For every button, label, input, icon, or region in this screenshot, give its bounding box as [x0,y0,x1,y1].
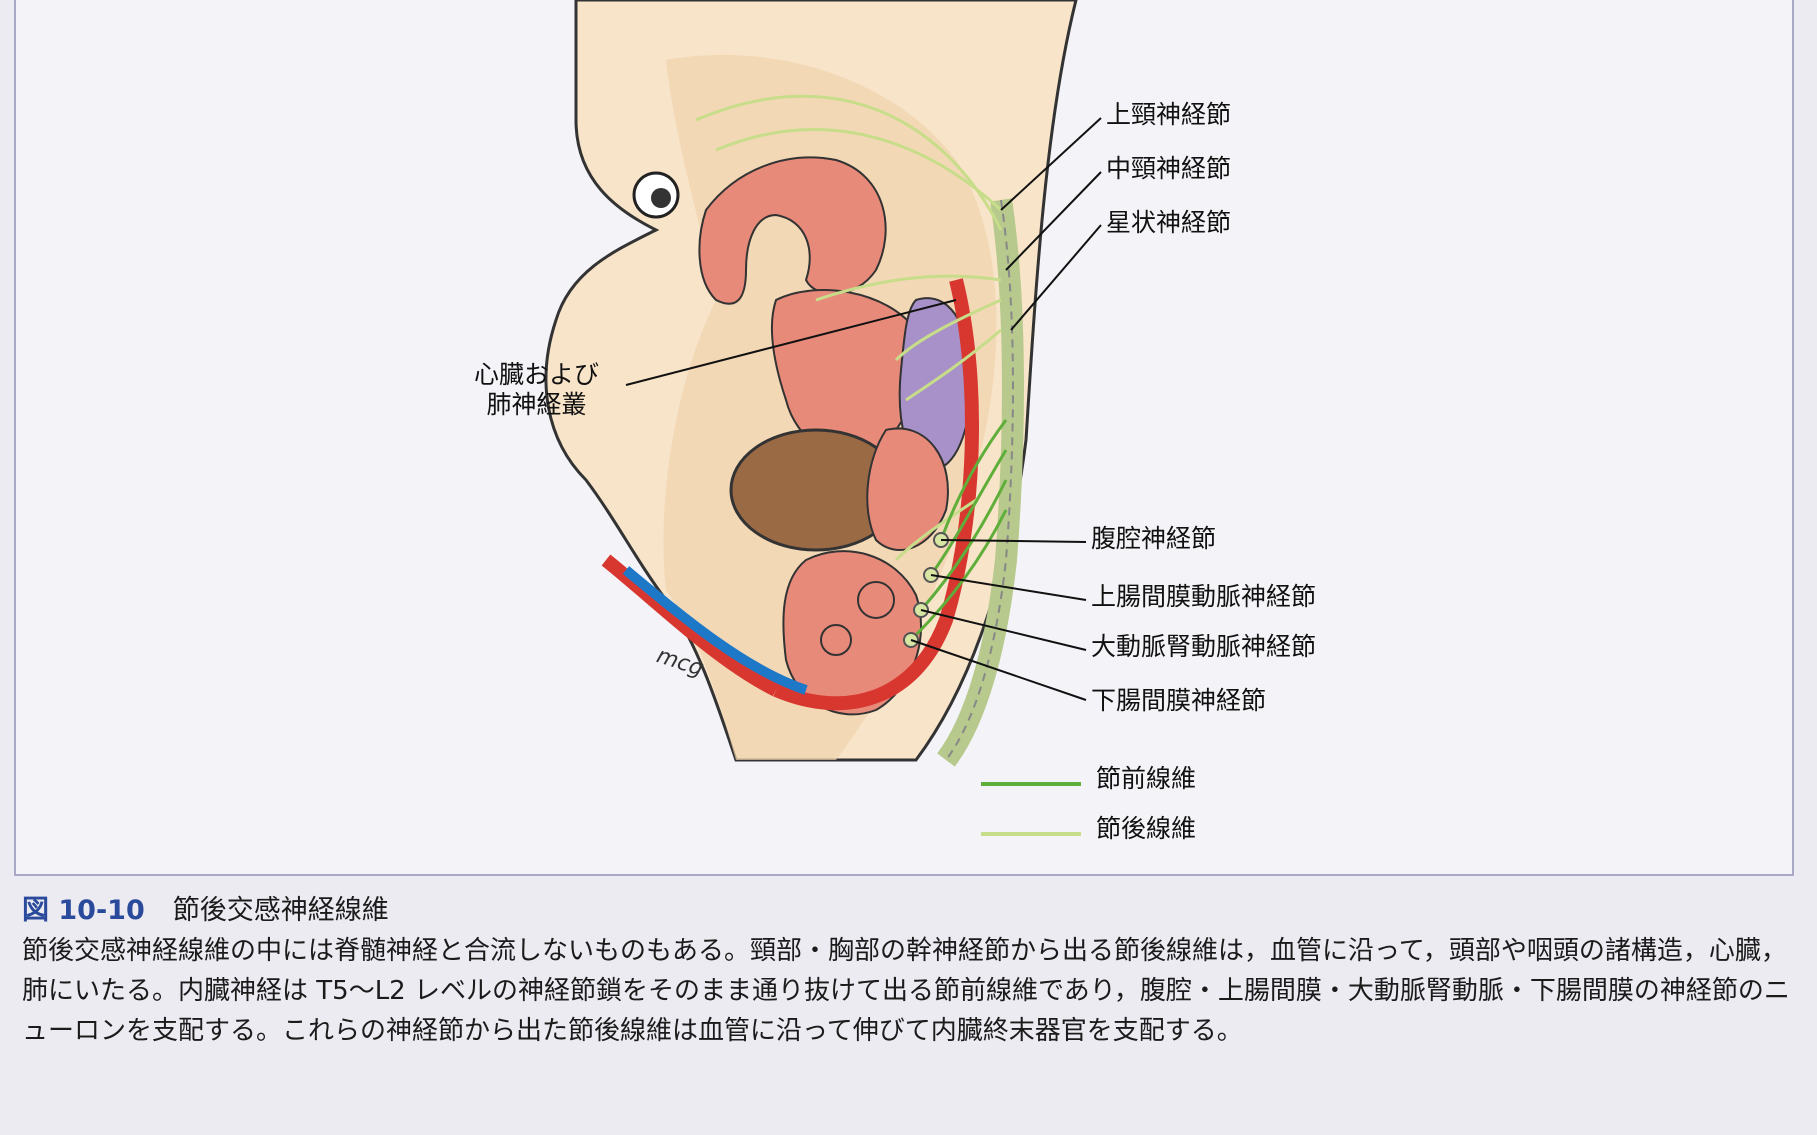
figure-caption: 図 10-10 節後交感神経線維 節後交感神経線維の中には脊髄神経と合流しないもの… [22,891,1812,1051]
stomach [866,427,949,551]
caption-body: 節後交感神経線維の中には脊髄神経と合流しないものもある。頸部・胸部の幹神経節から… [22,936,1790,1046]
umbilical-artery [601,554,780,697]
label-stellate-ganglion: 星状神経節 [1106,208,1232,237]
label-superior-cervical-ganglion: 上頸神経節 [1106,100,1232,129]
label-superior-mesenteric-ganglion: 上腸間膜動脈神経節 [1091,582,1317,611]
anatomy-illustration [544,0,1102,767]
legend-label-preganglionic: 節前線維 [1096,764,1197,793]
legend-label-postganglionic: 節後線維 [1096,814,1197,843]
pharynx [698,156,887,305]
leader-lines [625,117,1102,701]
label-middle-cervical-ganglion: 中頸神経節 [1106,154,1232,183]
label-cardiac-pulmonary-plexus: 心臓および 肺神経叢 [474,360,600,419]
caption-heading: 図 10-10 節後交感神経線維 [22,891,1812,931]
figure-number: 図 10-10 [22,895,145,926]
label-inferior-mesenteric-ganglion: 下腸間膜神経節 [1091,686,1267,715]
intestines [782,550,922,716]
preganglionic-fibers [909,419,1008,642]
label-aorticorenal-ganglion: 大動脈腎動脈神経節 [1091,632,1317,661]
umbilical-vein [622,566,808,695]
label-celiac-ganglion: 腹腔神経節 [1091,524,1217,553]
aorta [773,278,979,711]
postganglionic-fibers [695,94,1003,562]
figure-panel: 上頸神経節 中頸神経節 星状神経節 心臓および 肺神経叢 腹腔神経節 上腸間膜動… [14,0,1794,876]
legend-swatch-postganglionic [981,832,1081,836]
figure-title: 節後交感神経線維 [172,895,389,926]
legend-swatch-preganglionic [981,782,1081,786]
